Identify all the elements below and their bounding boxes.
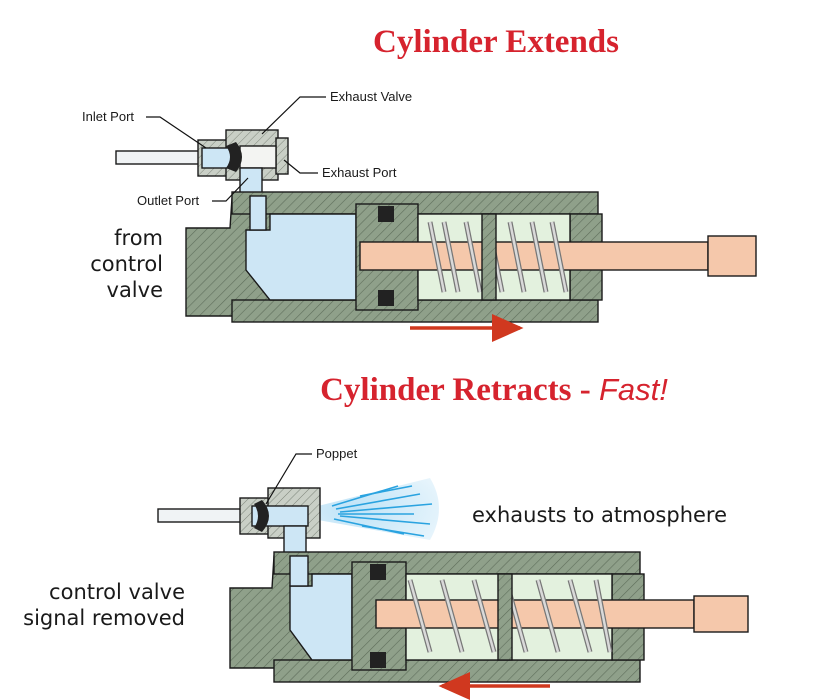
piston-seal-upper: [378, 206, 394, 222]
rod-end-bottom: [693, 595, 749, 633]
retract-section: Cylinder Retracts - Fast!: [23, 372, 749, 700]
outlet-port-label: Outlet Port: [137, 193, 200, 208]
extend-title: Cylinder Extends: [373, 24, 619, 60]
retract-side-line-2: signal removed: [23, 606, 185, 630]
retract-side-line-1: control valve: [49, 580, 185, 604]
exhaust-valve-disc: [226, 142, 242, 172]
cylinder-bottom: [229, 551, 749, 683]
piston-seal-lower: [378, 290, 394, 306]
quick-exhaust-valve-top: [197, 129, 289, 199]
retract-side-text: control valve signal removed: [23, 580, 185, 630]
rod-end: [707, 235, 757, 277]
inlet-port-label: Inlet Port: [82, 109, 134, 124]
inlet-tube-bottom: [157, 508, 243, 523]
piston-seal-lower-bottom: [370, 652, 386, 668]
inlet-tube: [115, 150, 201, 165]
poppet: [254, 500, 269, 532]
extend-section: Cylinder Extends: [82, 24, 757, 342]
extend-side-line-1: from: [114, 226, 163, 250]
extend-side-line-3: valve: [107, 278, 163, 302]
poppet-label: Poppet: [316, 446, 358, 461]
extend-side-line-2: control: [90, 252, 163, 276]
retract-title-main: Cylinder Retracts -: [320, 372, 599, 408]
piston-rod: [359, 241, 709, 271]
exhaust-note: exhausts to atmosphere: [472, 503, 727, 527]
retract-title-emphasis: Fast!: [599, 372, 668, 407]
cylinder-top: [185, 191, 757, 323]
exhaust-valve-label: Exhaust Valve: [330, 89, 412, 104]
exhaust-streaks: [331, 485, 433, 537]
retract-title: Cylinder Retracts - Fast!: [320, 372, 668, 408]
extend-side-text: from control valve: [90, 226, 163, 302]
piston-rod-bottom: [375, 599, 695, 629]
quick-exhaust-valve-bottom: [239, 487, 321, 575]
exhaust-port-label: Exhaust Port: [322, 165, 397, 180]
piston-seal-upper-bottom: [370, 564, 386, 580]
